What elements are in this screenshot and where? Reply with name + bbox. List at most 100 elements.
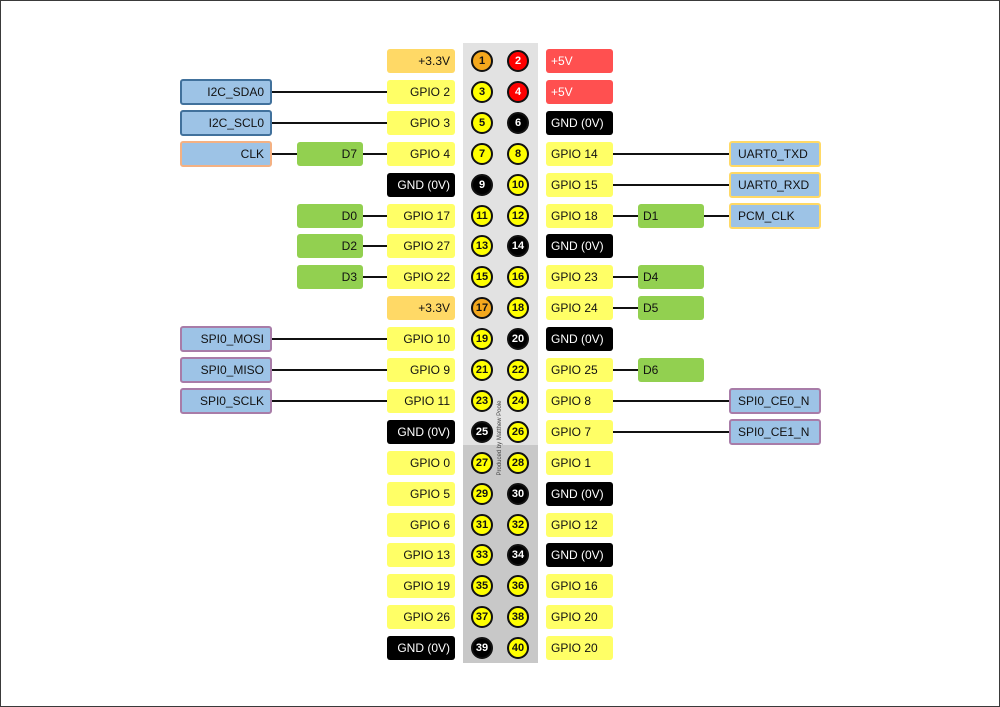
pin-12[interactable]: 12 (507, 204, 529, 227)
pin-22[interactable]: 22 (507, 359, 529, 381)
function-spi0-ce0-n: SPI0_CE0_N (729, 387, 821, 414)
connector-line (272, 121, 387, 124)
pin-14[interactable]: 14 (507, 235, 529, 258)
pin-23[interactable]: 23 (471, 389, 493, 412)
connector-line (272, 152, 297, 155)
pin-10[interactable]: 10 (507, 173, 529, 196)
pin-label-39: GND (0V) (387, 636, 455, 661)
function-clk: CLK (180, 140, 272, 167)
function-i2c-scl0: I2C_SCL0 (180, 109, 272, 136)
connector-line (272, 399, 387, 402)
pin-17[interactable]: 17 (471, 297, 493, 320)
pin-label-17: +3.3V (387, 296, 455, 321)
data-bit-d3: D3 (297, 265, 363, 290)
pin-label-18: GPIO 24 (546, 296, 613, 321)
pin-label-11: GPIO 17 (387, 203, 455, 228)
pin-3[interactable]: 3 (471, 80, 493, 103)
function-i2c-sda0: I2C_SDA0 (180, 78, 272, 105)
pin-label-23: GPIO 11 (387, 388, 455, 413)
pin-16[interactable]: 16 (507, 266, 529, 289)
pin-label-5: GPIO 3 (387, 110, 455, 135)
pin-24[interactable]: 24 (507, 389, 529, 412)
pin-label-3: GPIO 2 (387, 79, 455, 104)
pin-label-6: GND (0V) (546, 110, 613, 135)
pin-label-28: GPIO 1 (546, 450, 613, 475)
connector-line (613, 399, 729, 402)
pin-label-14: GND (0V) (546, 234, 613, 259)
pin-34[interactable]: 34 (507, 544, 529, 567)
pin-15[interactable]: 15 (471, 266, 493, 289)
connector-line (613, 152, 729, 155)
pin-20[interactable]: 20 (507, 328, 529, 351)
pin-30[interactable]: 30 (507, 482, 529, 505)
pin-6[interactable]: 6 (507, 111, 529, 134)
function-spi0-ce1-n: SPI0_CE1_N (729, 418, 821, 445)
credit-text: Produced by Matthew Poole (497, 400, 503, 476)
pin-7[interactable]: 7 (471, 142, 493, 165)
pin-label-29: GPIO 5 (387, 481, 455, 506)
pin-35[interactable]: 35 (471, 575, 493, 598)
function-spi0-miso: SPI0_MISO (180, 357, 272, 383)
pin-label-19: GPIO 10 (387, 327, 455, 352)
data-bit-d0: D0 (297, 203, 363, 228)
pin-label-25: GND (0V) (387, 419, 455, 444)
pin-label-37: GPIO 26 (387, 605, 455, 630)
connector-line (613, 276, 638, 279)
pin-label-16: GPIO 23 (546, 265, 613, 290)
pin-11[interactable]: 11 (471, 204, 493, 227)
pin-label-2: +5V (546, 49, 613, 73)
pin-label-9: GND (0V) (387, 172, 455, 197)
pin-31[interactable]: 31 (471, 513, 493, 536)
pin-40[interactable]: 40 (507, 637, 529, 660)
data-bit-d6: D6 (638, 358, 704, 382)
pin-label-35: GPIO 19 (387, 574, 455, 599)
function-pcm-clk: PCM_CLK (729, 202, 821, 229)
pin-4[interactable]: 4 (507, 80, 529, 103)
data-bit-d5: D5 (638, 296, 704, 321)
connector-line (363, 214, 387, 217)
pin-label-1: +3.3V (387, 49, 455, 73)
pin-label-30: GND (0V) (546, 481, 613, 506)
pin-21[interactable]: 21 (471, 359, 493, 381)
data-bit-d2: D2 (297, 234, 363, 259)
pin-27[interactable]: 27 (471, 451, 493, 474)
pin-5[interactable]: 5 (471, 111, 493, 134)
pin-29[interactable]: 29 (471, 482, 493, 505)
pin-label-22: GPIO 25 (546, 358, 613, 382)
function-uart0-rxd: UART0_RXD (729, 171, 821, 198)
pin-label-36: GPIO 16 (546, 574, 613, 599)
connector-line (613, 369, 638, 371)
pin-39[interactable]: 39 (471, 637, 493, 660)
pin-26[interactable]: 26 (507, 420, 529, 443)
data-bit-d1: D1 (638, 203, 704, 228)
pin-9[interactable]: 9 (471, 173, 493, 196)
pin-33[interactable]: 33 (471, 544, 493, 567)
pin-36[interactable]: 36 (507, 575, 529, 598)
data-bit-d7: D7 (297, 141, 363, 166)
pin-8[interactable]: 8 (507, 142, 529, 165)
connector-line (704, 214, 729, 217)
pin-37[interactable]: 37 (471, 606, 493, 629)
pin-label-12: GPIO 18 (546, 203, 613, 228)
function-uart0-txd: UART0_TXD (729, 140, 821, 167)
pin-2[interactable]: 2 (507, 50, 529, 72)
pin-32[interactable]: 32 (507, 513, 529, 536)
pin-label-4: +5V (546, 79, 613, 104)
pin-19[interactable]: 19 (471, 328, 493, 351)
pin-13[interactable]: 13 (471, 235, 493, 258)
pin-18[interactable]: 18 (507, 297, 529, 320)
pin-label-13: GPIO 27 (387, 234, 455, 259)
pin-label-21: GPIO 9 (387, 358, 455, 382)
connector-line (613, 183, 729, 186)
pin-label-10: GPIO 15 (546, 172, 613, 197)
pin-label-7: GPIO 4 (387, 141, 455, 166)
pin-25[interactable]: 25 (471, 420, 493, 443)
function-spi0-mosi: SPI0_MOSI (180, 326, 272, 353)
pin-label-20: GND (0V) (546, 327, 613, 352)
pin-28[interactable]: 28 (507, 451, 529, 474)
data-bit-d4: D4 (638, 265, 704, 290)
pin-38[interactable]: 38 (507, 606, 529, 629)
connector-line (613, 430, 729, 433)
connector-line (272, 338, 387, 341)
pin-1[interactable]: 1 (471, 50, 493, 72)
